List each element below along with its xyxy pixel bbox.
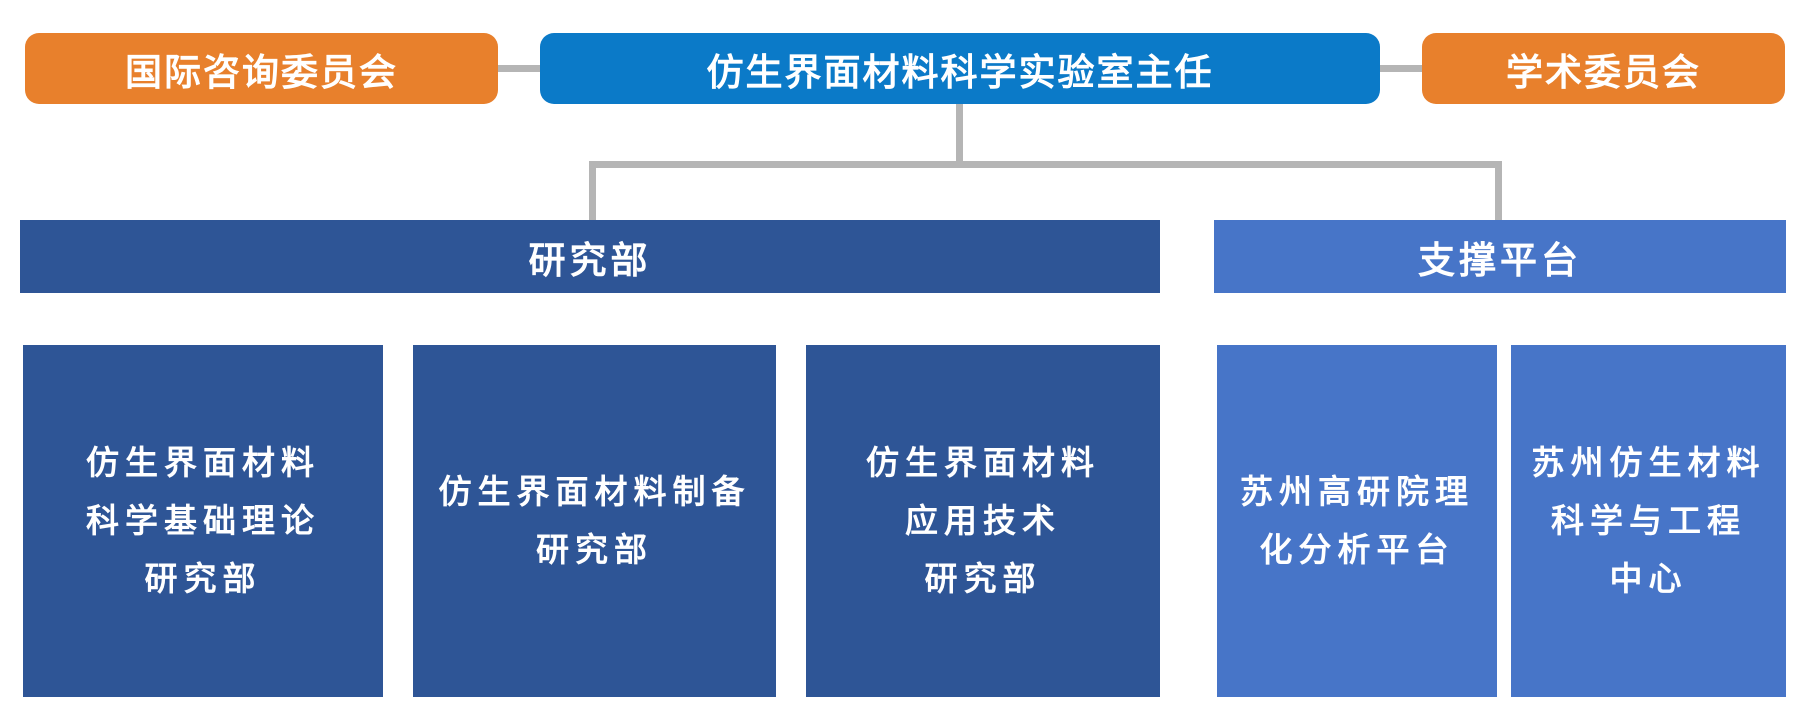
dept-applied-tech-box: 仿生界面材料 应用技术 研究部 — [806, 345, 1160, 697]
dept-applied-tech-line: 研究部 — [924, 560, 1042, 597]
research-division-header-label: 研究部 — [528, 239, 652, 281]
dept-preparation-box: 仿生界面材料制备 研究部 — [413, 345, 776, 697]
dept-basic-theory-line: 科学基础理论 — [86, 502, 320, 539]
research-division-header-bar: 研究部 — [20, 220, 1160, 293]
connector-horizontal — [589, 161, 1502, 168]
platform-biomimetic-center-line: 中心 — [1609, 560, 1688, 597]
support-platform-header-bar: 支撑平台 — [1214, 220, 1786, 293]
dept-basic-theory-box: 仿生界面材料 科学基础理论 研究部 — [23, 345, 383, 697]
connector-dash-right — [1380, 65, 1422, 72]
academic-committee-label: 学术委员会 — [1506, 51, 1701, 93]
connector-stem-vertical — [956, 104, 963, 168]
dept-basic-theory-line: 仿生界面材料 — [86, 444, 320, 481]
international-advisory-committee-box: 国际咨询委员会 — [25, 33, 498, 104]
dept-applied-tech-line: 仿生界面材料 — [866, 444, 1100, 481]
director-box: 仿生界面材料科学实验室主任 — [540, 33, 1380, 104]
director-label: 仿生界面材料科学实验室主任 — [706, 51, 1214, 93]
dept-preparation-line: 仿生界面材料制备 — [438, 473, 751, 510]
connector-drop-left — [589, 161, 596, 222]
connector-dash-left — [498, 65, 540, 72]
dept-applied-tech-line: 应用技术 — [905, 502, 1061, 539]
connector-drop-right — [1495, 161, 1502, 222]
support-platform-header-label: 支撑平台 — [1418, 239, 1582, 281]
dept-basic-theory-line: 研究部 — [144, 560, 262, 597]
platform-physchem-analysis-line: 苏州高研院理 — [1240, 473, 1474, 510]
dept-preparation-line: 研究部 — [536, 531, 653, 568]
platform-biomimetic-center-line: 科学与工程 — [1551, 502, 1746, 539]
platform-biomimetic-center-box: 苏州仿生材料 科学与工程 中心 — [1511, 345, 1786, 697]
platform-biomimetic-center-line: 苏州仿生材料 — [1531, 444, 1766, 481]
international-advisory-committee-label: 国际咨询委员会 — [125, 51, 398, 93]
academic-committee-box: 学术委员会 — [1422, 33, 1785, 104]
platform-physchem-analysis-box: 苏州高研院理 化分析平台 — [1217, 345, 1497, 697]
platform-physchem-analysis-line: 化分析平台 — [1259, 531, 1455, 568]
